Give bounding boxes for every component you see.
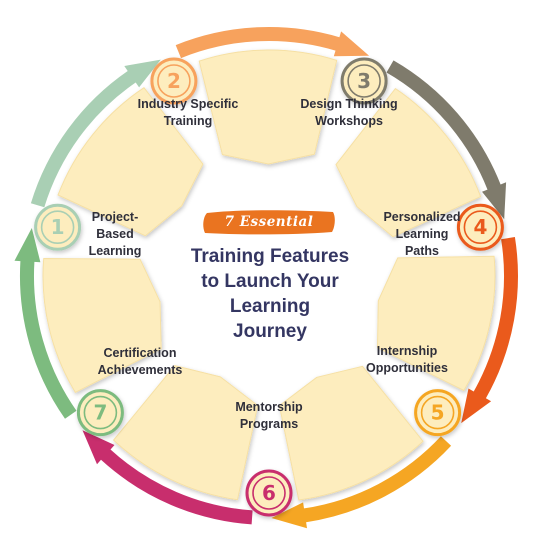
badge-4-inner bbox=[463, 210, 498, 244]
center-title-line-3: Learning bbox=[229, 296, 311, 317]
feature-2-label: Industry Specific Training bbox=[128, 96, 248, 130]
feature-4-line-2: Learning bbox=[395, 227, 449, 241]
feature-5-line-2: Opportunities bbox=[366, 361, 448, 375]
badge-5-inner bbox=[420, 395, 455, 430]
badge-7-number: 7 bbox=[93, 401, 107, 425]
petal-4 bbox=[377, 255, 496, 391]
ring-arrow-2 bbox=[175, 27, 370, 59]
feature-1-line-1: Project- bbox=[91, 210, 139, 224]
ring-arrow-3 bbox=[386, 60, 507, 220]
petal-1 bbox=[57, 87, 204, 237]
feature-3-label: Design Thinking Workshops bbox=[289, 96, 409, 130]
ring-arrow-7 bbox=[14, 228, 77, 419]
badge-6-number: 6 bbox=[262, 481, 276, 505]
feature-7-line-1: Certification bbox=[103, 346, 177, 360]
feature-7-label: Certification Achievements bbox=[80, 345, 200, 379]
badge-7-inner bbox=[83, 395, 118, 430]
petal-2 bbox=[198, 49, 338, 165]
center-badge-text: 7 Essential bbox=[224, 214, 314, 230]
feature-1-label: Project- Based Learning bbox=[55, 209, 175, 260]
ring-arcs bbox=[14, 27, 518, 529]
badge-5-number: 5 bbox=[431, 401, 445, 425]
petal-6 bbox=[113, 365, 259, 501]
feature-3-line-1: Design Thinking bbox=[300, 97, 398, 111]
center-title-line-4: Journey bbox=[233, 321, 307, 342]
feature-2-line-2: Training bbox=[163, 114, 213, 128]
badge-3-inner bbox=[347, 64, 381, 98]
number-badges: 1 2 3 4 5 6 7 bbox=[34, 57, 504, 517]
feature-5-line-1: Internship bbox=[376, 344, 438, 358]
feature-6-line-1: Mentorship bbox=[235, 400, 303, 414]
badge-3-number: 3 bbox=[357, 69, 371, 93]
petal-7 bbox=[42, 258, 162, 393]
badge-1-inner bbox=[40, 210, 75, 244]
badge-2-inner bbox=[157, 64, 191, 98]
badge-2-number: 2 bbox=[167, 69, 181, 93]
feature-6-label: Mentorship Programs bbox=[209, 399, 329, 433]
feature-7-line-2: Achievements bbox=[97, 363, 183, 377]
feature-4-line-1: Personalized bbox=[383, 210, 461, 224]
badge-1-number: 1 bbox=[51, 215, 65, 239]
petals bbox=[42, 49, 496, 501]
feature-5-label: Internship Opportunities bbox=[347, 343, 467, 377]
feature-3-line-2: Workshops bbox=[315, 114, 383, 128]
feature-1-line-3: Learning bbox=[88, 244, 142, 258]
ring-arrow-6 bbox=[82, 430, 253, 525]
ring-arrow-5 bbox=[271, 436, 452, 529]
feature-2-line-1: Industry Specific bbox=[137, 97, 239, 111]
feature-6-line-2: Programs bbox=[239, 417, 299, 431]
ring-arrow-1 bbox=[30, 59, 161, 208]
badge-4-number: 4 bbox=[473, 215, 487, 239]
center-title-line-2: to Launch Your bbox=[201, 271, 339, 292]
center-badge: 7 Essential bbox=[201, 207, 337, 237]
petal-3 bbox=[335, 88, 482, 238]
badge-brush-shape bbox=[203, 210, 335, 235]
feature-4-line-3: Paths bbox=[404, 244, 440, 258]
ring-arrow-4 bbox=[461, 237, 518, 424]
petal-5 bbox=[278, 365, 424, 501]
badge-6-inner bbox=[252, 476, 286, 510]
feature-1-line-2: Based bbox=[96, 227, 134, 241]
center-title-line-1: Training Features bbox=[190, 246, 350, 267]
feature-4-label: Personalized Learning Paths bbox=[362, 209, 482, 260]
center-title: Training Features to Launch Your Learnin… bbox=[172, 244, 368, 344]
